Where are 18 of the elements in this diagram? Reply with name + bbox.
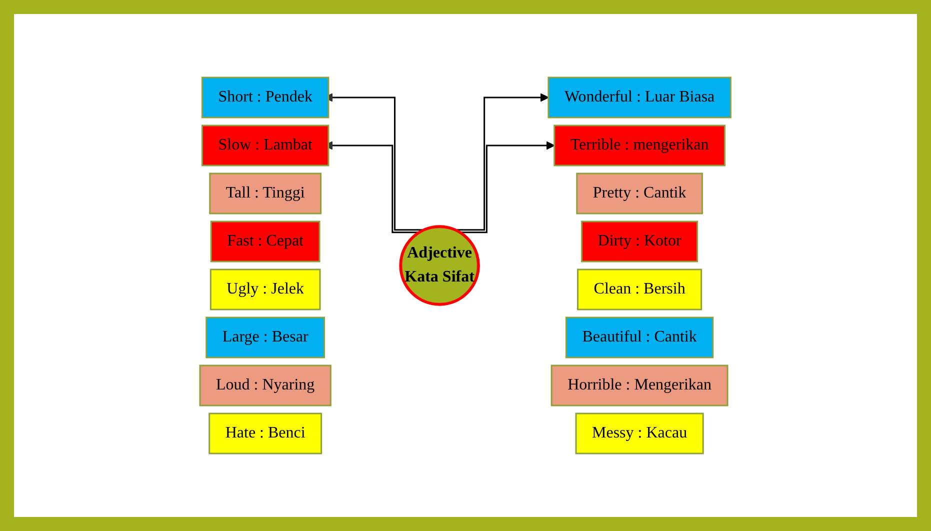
node-box: Fast : Cepat [210,220,320,262]
node-circle: Adjective Kata Sifat [399,225,480,306]
node-box: Loud : Nyaring [199,364,332,406]
node-box: Messy : Kacau [575,412,704,454]
node-box: Slow : Lambat [202,124,330,166]
node-box: Large : Besar [206,316,326,358]
node-box: Beautiful : Cantik [566,316,714,358]
node-box: Horrible : Mengerikan [551,364,728,406]
node-box: Hate : Benci [208,412,322,454]
node-box: Dirty : Kotor [581,220,698,262]
node-box: Pretty : Cantik [576,172,704,214]
node-box: Tall : Tinggi [209,172,322,214]
node-box: Ugly : Jelek [210,268,321,310]
node-box: Wonderful : Luar Biasa [548,76,732,118]
node-box: Short : Pendek [202,76,330,118]
arrow [460,141,555,234]
node-box: Clean : Bersih [577,268,702,310]
node-box: Terrible : mengerikan [554,124,726,166]
